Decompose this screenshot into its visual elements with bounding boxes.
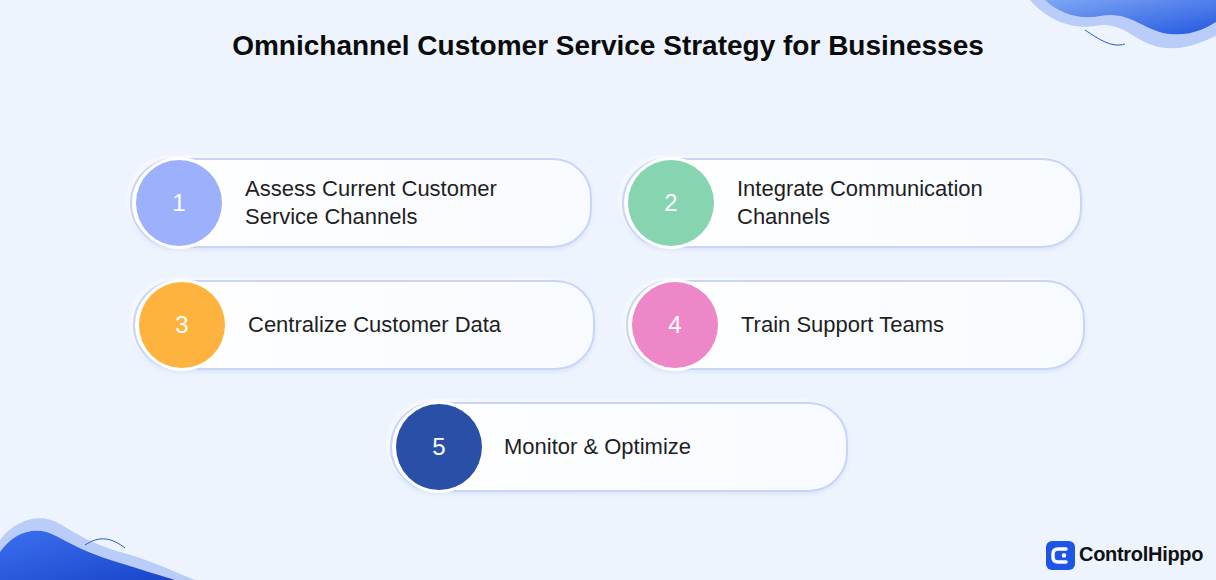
step-box: Integrate Communication Channels 2: [622, 158, 1082, 248]
step-number: 3: [175, 311, 188, 339]
wave-top-right: [1045, 0, 1216, 34]
step-label: Integrate Communication Channels: [737, 175, 1037, 231]
number-circle: 5: [396, 404, 482, 490]
number-circle: 3: [139, 282, 225, 368]
step-number: 4: [668, 311, 681, 339]
logo-dot: [1062, 553, 1066, 557]
logo-glyph: [1053, 549, 1066, 562]
step-label: Centralize Customer Data: [248, 311, 548, 339]
wave-line: [85, 539, 125, 548]
step-box: Train Support Teams 4: [626, 280, 1085, 370]
wave-line: [1085, 30, 1125, 45]
step-label: Monitor & Optimize: [504, 433, 804, 461]
number-circle: 4: [632, 282, 718, 368]
step-number: 5: [432, 433, 445, 461]
number-circle: 2: [628, 160, 714, 246]
wave-bottom-left: [0, 531, 175, 580]
logo-text: ControlHippo: [1079, 543, 1203, 566]
step-box: Assess Current Customer Service Channels…: [130, 158, 592, 248]
logo-icon: [1046, 541, 1075, 570]
number-circle: 1: [136, 160, 222, 246]
step-box: Monitor & Optimize 5: [390, 402, 848, 492]
step-box: Centralize Customer Data 3: [133, 280, 595, 370]
step-label: Train Support Teams: [741, 311, 1041, 339]
step-number: 2: [664, 189, 677, 217]
diagram-title: Omnichannel Customer Service Strategy fo…: [0, 30, 1216, 62]
wave-light: [0, 518, 195, 580]
step-number: 1: [172, 189, 185, 217]
step-label: Assess Current Customer Service Channels: [245, 175, 545, 231]
wave-light: [1030, 0, 1216, 48]
